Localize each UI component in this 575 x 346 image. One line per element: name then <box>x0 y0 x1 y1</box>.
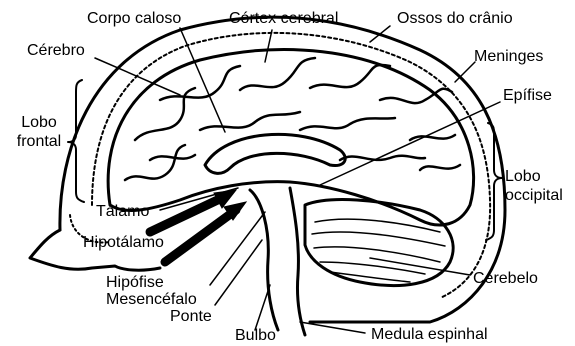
label-lobo-occipital-line1: Lobo <box>505 168 541 186</box>
label-hipotalamo: Hipotálamo <box>83 234 164 252</box>
label-meninges: Meninges <box>474 48 543 66</box>
label-medula-espinhal: Medula espinhal <box>371 326 488 344</box>
lobo-frontal-bracket <box>68 80 84 202</box>
cerebellum-folia <box>312 219 445 282</box>
label-ossos-do-cranio: Ossos do crânio <box>397 10 513 28</box>
label-lobo-frontal-line2: frontal <box>10 133 68 151</box>
bold-arrows <box>150 190 246 262</box>
label-hipofise: Hipófise <box>106 274 164 292</box>
label-bulbo: Bulbo <box>235 327 276 345</box>
label-talamo: Tálamo <box>96 203 149 221</box>
label-cerebelo: Cerebelo <box>473 270 538 288</box>
label-lobo-occipital-line2: occipital <box>505 187 563 205</box>
brainstem <box>250 190 278 330</box>
label-corpo-caloso: Corpo caloso <box>87 10 181 28</box>
label-mesencefalo: Mesencéfalo <box>106 291 197 309</box>
corpus-callosum <box>205 134 345 173</box>
label-cortex-cerebral: Córtex cerebral <box>229 10 338 28</box>
label-lobo-frontal-line1: Lobo <box>14 114 64 132</box>
label-cerebro: Cérebro <box>27 42 85 60</box>
label-epifise: Epífise <box>503 87 552 105</box>
label-ponte: Ponte <box>170 308 212 326</box>
